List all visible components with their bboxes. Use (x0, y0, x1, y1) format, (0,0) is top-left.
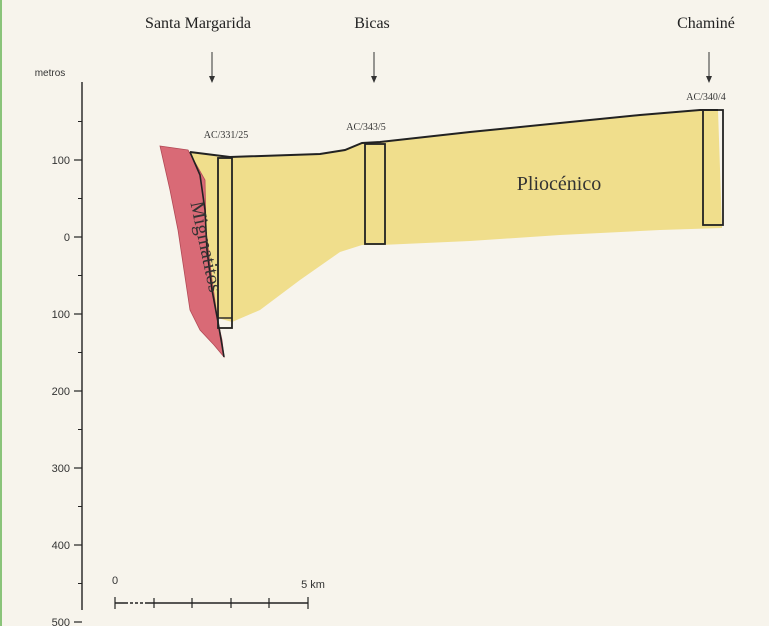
axis-tick-label: 300 (52, 463, 70, 475)
unit-label-pliocenico: Pliocénico (517, 173, 601, 195)
locality-chamine: Chaminé (677, 15, 735, 32)
well-column-ac-343-5 (364, 143, 386, 245)
axis-tick-label: 100 (52, 309, 70, 321)
scale-bar (114, 597, 309, 609)
pliocene-unit (190, 110, 722, 322)
axis-tick-label: 0 (64, 232, 70, 244)
scale-end-label: 5 km (301, 579, 325, 591)
axis-tick-label: 100 (52, 155, 70, 167)
edge-accent (0, 0, 2, 626)
down-arrow-icon (371, 52, 377, 83)
axis-ticks: 100 0 100 200 300 400 500 (52, 121, 82, 626)
axis-tick-label: 400 (52, 540, 70, 552)
locality-santa-margarida: Santa Margarida (145, 15, 251, 32)
locality-bicas: Bicas (354, 15, 390, 32)
down-arrow-icon (209, 52, 215, 83)
well-label-ac-343-5: AC/343/5 (346, 122, 385, 133)
well-label-ac-340-4: AC/340/4 (686, 92, 725, 103)
scale-start-label: 0 (112, 575, 118, 587)
axis-title: metros (35, 68, 66, 79)
down-arrow-icon (706, 52, 712, 83)
well-column-ac-331-25 (217, 157, 233, 329)
well-label-ac-331-25: AC/331/25 (204, 130, 248, 141)
axis-tick-label: 500 (52, 617, 70, 626)
surface-line (189, 109, 718, 159)
contact-line (189, 151, 225, 358)
axis-tick-label: 200 (52, 386, 70, 398)
well-column-ac-340-4 (702, 109, 724, 226)
